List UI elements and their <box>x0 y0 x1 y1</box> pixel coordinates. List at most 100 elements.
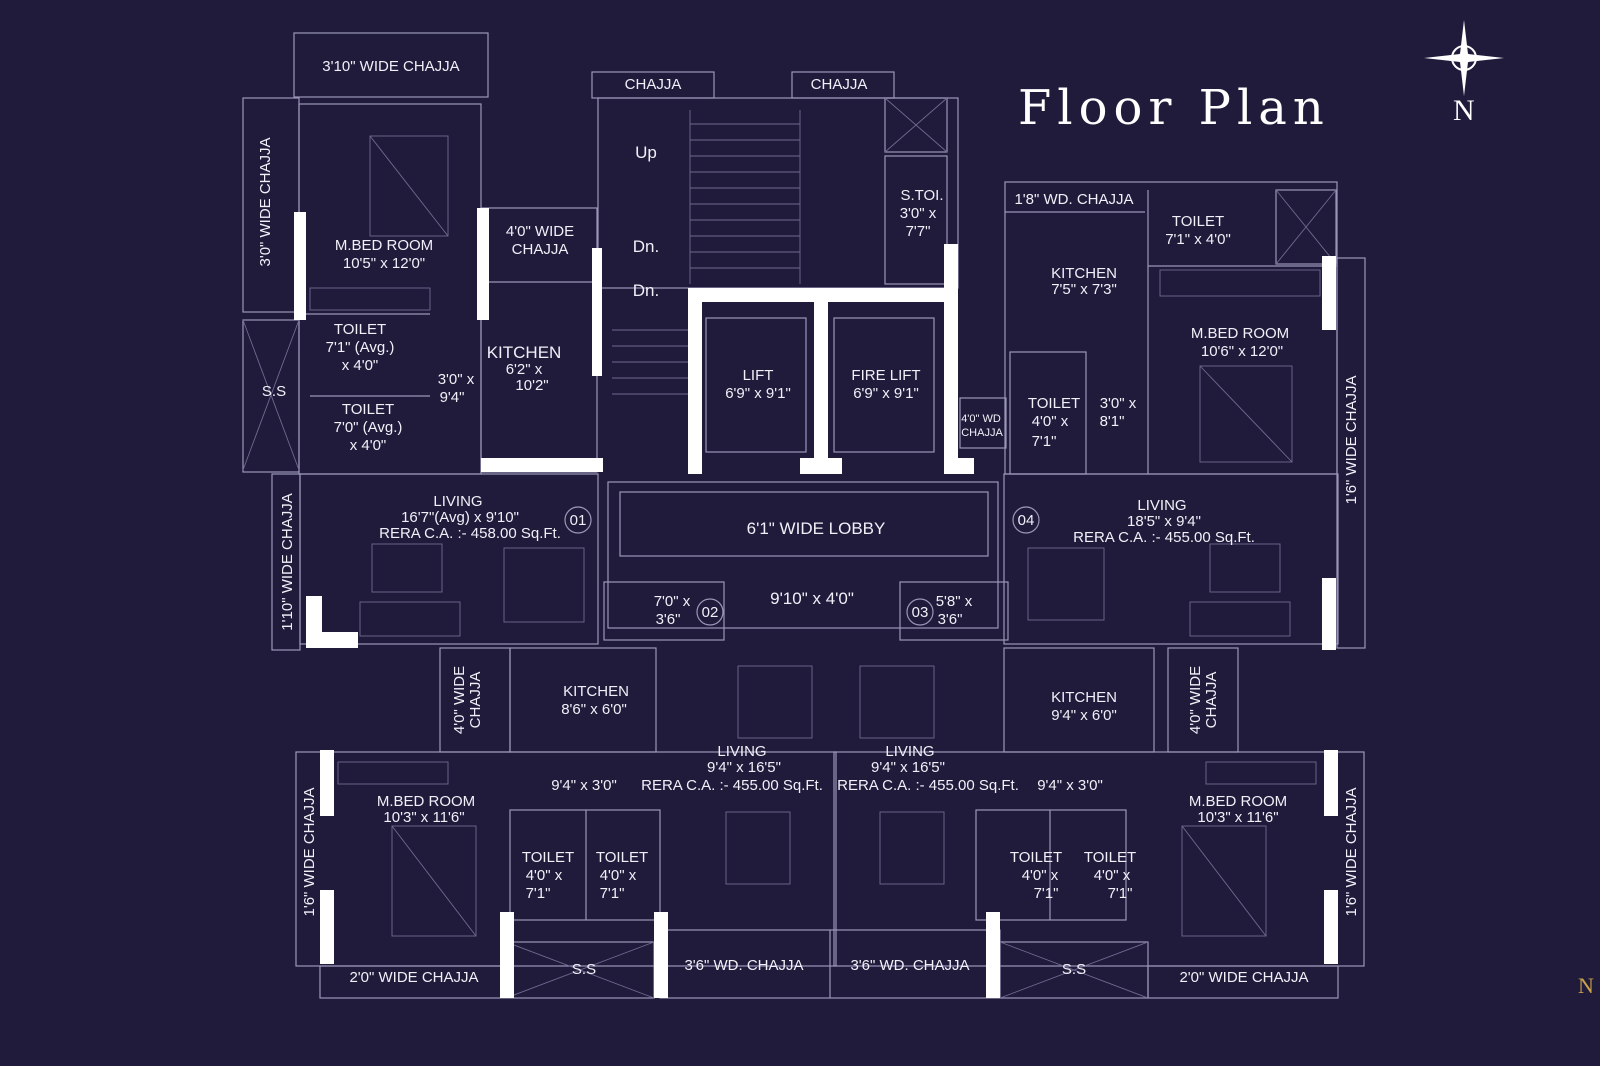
label-unit04-number: 04 <box>1018 512 1035 529</box>
label-unit02-bottom-chajja: 2'0" WIDE CHAJJA <box>349 969 478 986</box>
label-unit01-passage: 3'0" x 9'4" <box>438 371 475 406</box>
svg-text:6'2" x: 6'2" x <box>506 361 543 378</box>
svg-text:6'9" x 9'1": 6'9" x 9'1" <box>853 385 919 402</box>
label-ss-left: S.S <box>262 383 286 400</box>
svg-text:3'0" x: 3'0" x <box>1100 395 1137 412</box>
label-unit02-kitchen: KITCHEN 8'6" x 6'0" <box>561 683 629 718</box>
label-unit04-master-bedroom: M.BED ROOM 10'6" x 12'0" <box>1191 325 1289 360</box>
brand-logo-fragment: N <box>1578 973 1594 998</box>
svg-text:FIRE LIFT: FIRE LIFT <box>851 367 920 384</box>
svg-text:4'0" x: 4'0" x <box>526 867 563 884</box>
label-unit03-master-bedroom: M.BED ROOM 10'3" x 11'6" <box>1189 793 1287 826</box>
svg-text:9'4": 9'4" <box>440 389 465 406</box>
label-unit01-number: 01 <box>570 512 587 529</box>
label-unit03-living: LIVING 9'4" x 16'5" RERA C.A. :- 455.00 … <box>837 743 1019 794</box>
label-unit01-living: LIVING 16'7"(Avg) x 9'10" RERA C.A. :- 4… <box>379 493 561 542</box>
svg-text:CHAJJA: CHAJJA <box>961 427 1003 439</box>
svg-text:S.TOI.: S.TOI. <box>900 187 943 204</box>
svg-text:RERA C.A. :- 458.00 Sq.Ft.: RERA C.A. :- 458.00 Sq.Ft. <box>379 525 561 542</box>
label-unit02-side-chajja: 1'6" WIDE CHAJJA <box>301 787 318 916</box>
label-unit01-chajja: 4'0" WIDE CHAJJA <box>506 223 574 258</box>
label-service-toilet: S.TOI. 3'0" x 7'7" <box>900 187 944 240</box>
plan-outlines <box>242 32 1366 999</box>
label-unit04-toilet-2: TOILET 4'0" x 7'1" <box>1028 395 1080 450</box>
svg-text:M.BED ROOM: M.BED ROOM <box>377 793 475 810</box>
svg-text:TOILET: TOILET <box>342 401 394 418</box>
label-chajja-2: CHAJJA <box>811 76 868 93</box>
svg-text:7'1": 7'1" <box>600 885 625 902</box>
svg-text:LIFT: LIFT <box>743 367 774 384</box>
unit01-number-badge <box>564 506 592 534</box>
label-unit04-passage: 3'0" x 8'1" <box>1100 395 1137 430</box>
svg-text:KITCHEN: KITCHEN <box>487 343 562 362</box>
label-unit02-passage: 9'4" x 3'0" <box>551 777 617 794</box>
label-chajja-top-left: 3'10" WIDE CHAJJA <box>322 58 459 75</box>
label-unit01-kitchen: KITCHEN 6'2" x 10'2" <box>487 343 562 394</box>
svg-text:16'7"(Avg) x 9'10": 16'7"(Avg) x 9'10" <box>401 509 519 526</box>
label-unit03-chajja: 4'0" WIDE CHAJJA <box>1187 666 1220 734</box>
label-unit02-toilet-2: TOILET 4'0" x 7'1" <box>596 849 648 902</box>
svg-text:CHAJJA: CHAJJA <box>1203 672 1220 729</box>
label-unit02-chajja: 4'0" WIDE CHAJJA <box>451 666 484 734</box>
label-unit03-kitchen: KITCHEN 9'4" x 6'0" <box>1051 689 1117 724</box>
label-ss-bottom-left: S.S <box>572 961 596 978</box>
north-label: N <box>1453 94 1475 127</box>
label-unit01-side-chajja: 1'10" WIDE CHAJJA <box>279 493 296 630</box>
svg-text:TOILET: TOILET <box>1028 395 1080 412</box>
label-unit04-kitchen: KITCHEN 7'5" x 7'3" <box>1051 265 1117 298</box>
svg-text:9'4" x 16'5": 9'4" x 16'5" <box>707 759 781 776</box>
label-unit03-passage: 9'4" x 3'0" <box>1037 777 1103 794</box>
label-chajja-left-vertical: 3'0" WIDE CHAJJA <box>257 137 274 266</box>
unit02-number-badge <box>696 598 724 626</box>
label-stair-down-2: Dn. <box>633 281 659 300</box>
svg-text:M.BED ROOM: M.BED ROOM <box>1189 793 1287 810</box>
label-unit04-side-chajja: 1'6" WIDE CHAJJA <box>1343 375 1360 504</box>
svg-text:7'0" (Avg.): 7'0" (Avg.) <box>334 419 403 436</box>
svg-text:KITCHEN: KITCHEN <box>563 683 629 700</box>
svg-text:5'8" x: 5'8" x <box>936 593 973 610</box>
label-unit02-number: 02 <box>702 604 719 621</box>
svg-text:3'6": 3'6" <box>656 611 681 628</box>
svg-text:M.BED ROOM: M.BED ROOM <box>335 237 433 254</box>
label-unit01-toilet-1: TOILET 7'1" (Avg.) x 4'0" <box>326 321 395 374</box>
svg-text:3'6": 3'6" <box>938 611 963 628</box>
svg-text:CHAJJA: CHAJJA <box>512 241 569 258</box>
svg-text:TOILET: TOILET <box>1172 213 1224 230</box>
svg-text:7'7": 7'7" <box>906 223 931 240</box>
compass-icon <box>1424 20 1504 96</box>
label-unit04-living: LIVING 18'5" x 9'4" RERA C.A. :- 455.00 … <box>1073 497 1255 546</box>
svg-text:10'5" x 12'0": 10'5" x 12'0" <box>343 255 425 272</box>
label-unit03-store: 5'8" x 3'6" <box>936 593 973 628</box>
label-stair-down-1: Dn. <box>633 237 659 256</box>
svg-text:TOILET: TOILET <box>334 321 386 338</box>
svg-text:LIVING: LIVING <box>885 743 934 760</box>
svg-text:4'0" WIDE: 4'0" WIDE <box>451 666 468 734</box>
svg-text:4'0" x: 4'0" x <box>1032 413 1069 430</box>
svg-text:4'0" x: 4'0" x <box>600 867 637 884</box>
label-unit03-toilet-1: TOILET 4'0" x 7'1" <box>1010 849 1062 902</box>
svg-text:4'0" WD: 4'0" WD <box>961 413 1001 425</box>
svg-text:TOILET: TOILET <box>1084 849 1136 866</box>
svg-text:8'6" x 6'0": 8'6" x 6'0" <box>561 701 627 718</box>
svg-text:LIVING: LIVING <box>1137 497 1186 514</box>
unit03-number-badge <box>906 598 934 626</box>
label-chajja-36-left: 3'6" WD. CHAJJA <box>684 957 803 974</box>
label-unit02-toilet-1: TOILET 4'0" x 7'1" <box>522 849 574 902</box>
svg-text:7'1": 7'1" <box>1032 433 1057 450</box>
svg-text:9'4" x 16'5": 9'4" x 16'5" <box>871 759 945 776</box>
svg-text:7'1" x 4'0": 7'1" x 4'0" <box>1165 231 1231 248</box>
svg-text:M.BED ROOM: M.BED ROOM <box>1191 325 1289 342</box>
label-unit01-master-bedroom: M.BED ROOM 10'5" x 12'0" <box>335 237 433 272</box>
label-unit03-toilet-2: TOILET 4'0" x 7'1" <box>1084 849 1136 902</box>
svg-text:6'9" x 9'1": 6'9" x 9'1" <box>725 385 791 402</box>
label-unit01-toilet-2: TOILET 7'0" (Avg.) x 4'0" <box>334 401 403 454</box>
label-unit03-bottom-chajja: 2'0" WIDE CHAJJA <box>1179 969 1308 986</box>
svg-text:KITCHEN: KITCHEN <box>1051 265 1117 282</box>
svg-text:7'5" x 7'3": 7'5" x 7'3" <box>1051 281 1117 298</box>
page-title: Floor Plan <box>1018 80 1330 136</box>
svg-text:TOILET: TOILET <box>596 849 648 866</box>
svg-text:TOILET: TOILET <box>1010 849 1062 866</box>
svg-text:x 4'0": x 4'0" <box>342 357 379 374</box>
